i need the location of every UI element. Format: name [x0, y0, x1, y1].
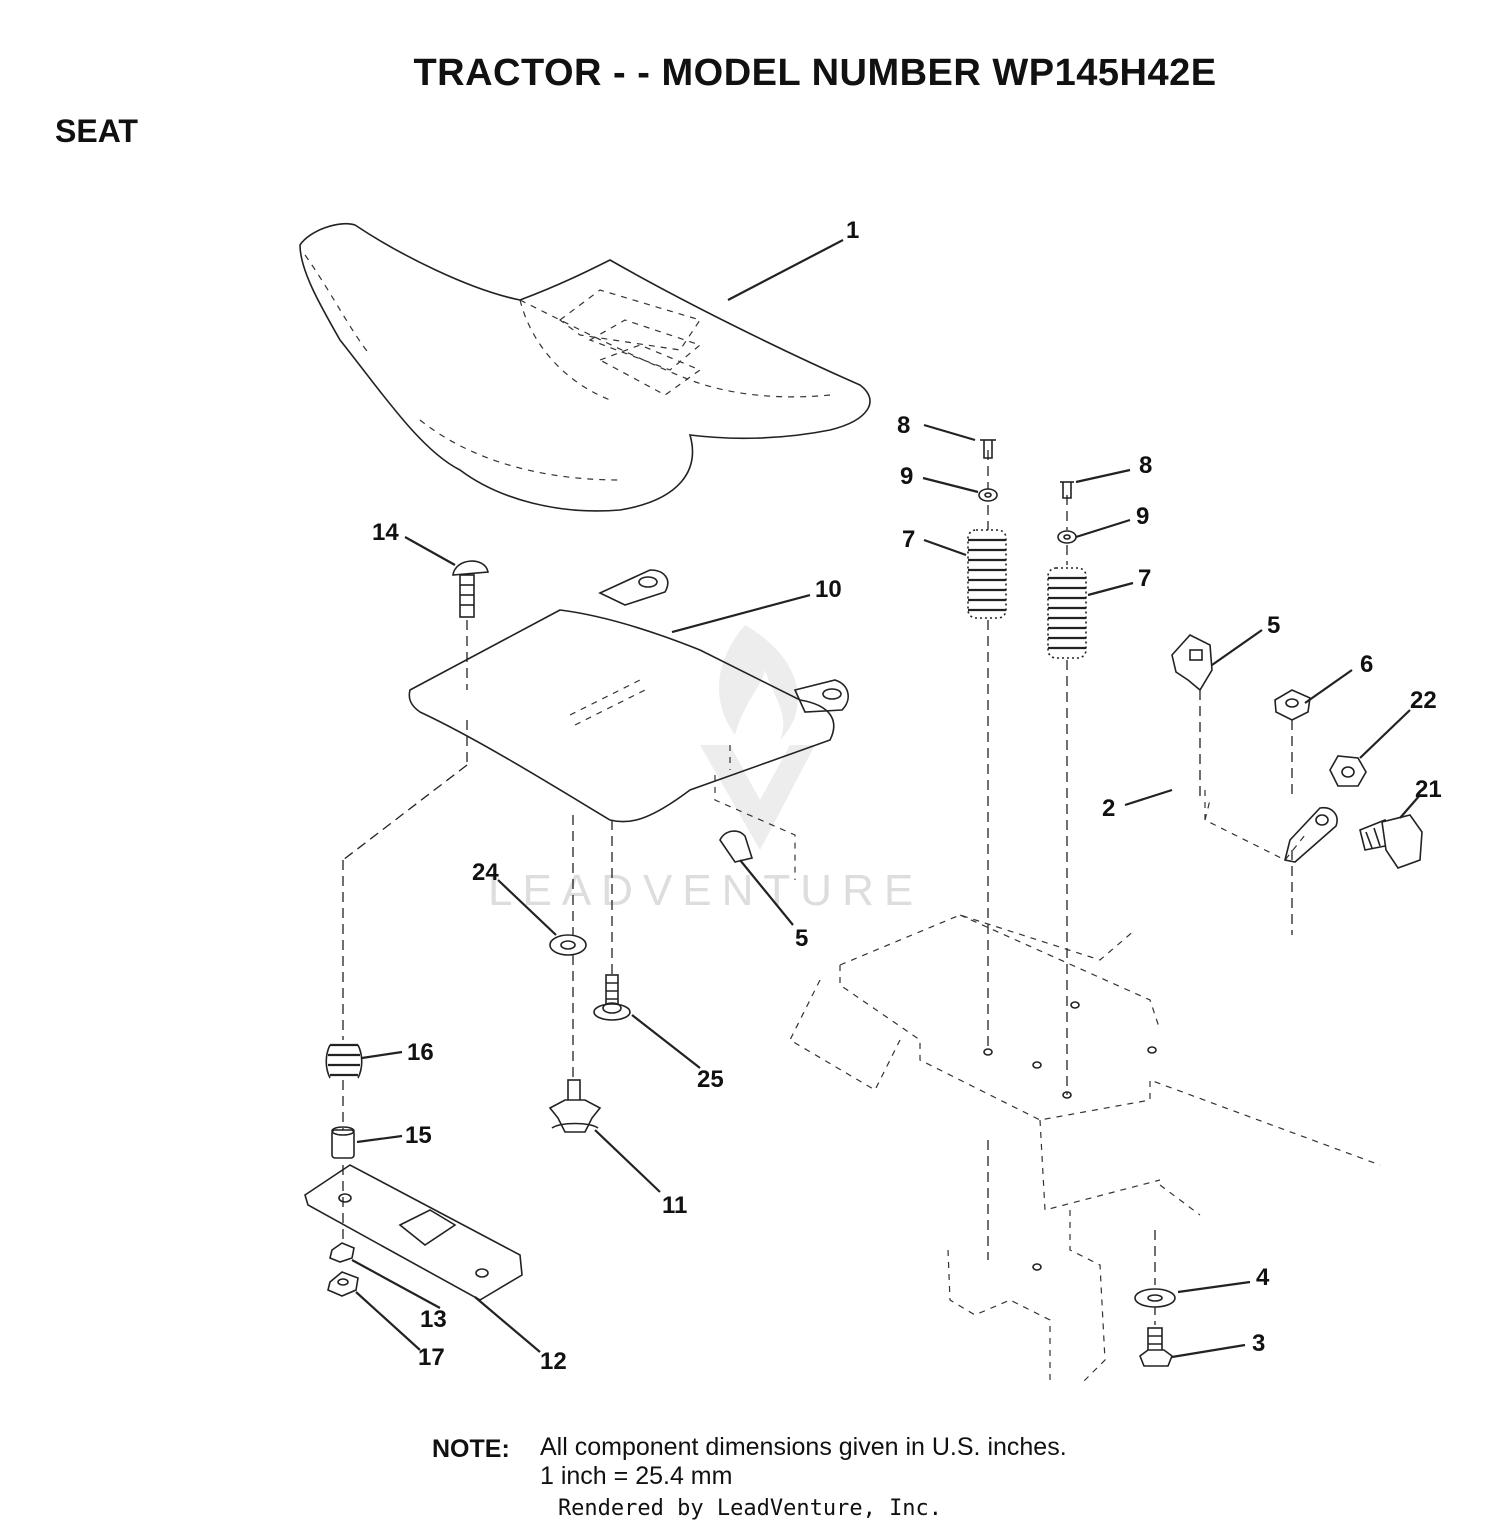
callout-8b: 8 [1139, 452, 1152, 479]
callout-12: 12 [540, 1348, 567, 1375]
part-seat-pan [408, 569, 849, 823]
callout-2: 2 [1102, 795, 1115, 822]
part-carriage-bolt [452, 560, 489, 618]
note-text-line2: 1 inch = 25.4 mm [540, 1462, 733, 1490]
part-flange-nut [1329, 755, 1367, 787]
part-washer-right [1057, 530, 1077, 544]
part-tractor-frame [789, 914, 1381, 1386]
callout-7a: 7 [902, 526, 915, 553]
part-lock-nut [1274, 689, 1311, 721]
callout-1: 1 [846, 217, 859, 244]
callout-16: 16 [407, 1039, 434, 1066]
part-spring-left [967, 529, 1007, 619]
callout-22: 22 [1410, 687, 1437, 714]
part-adjustment-knob [548, 1079, 602, 1133]
callout-14: 14 [372, 519, 399, 546]
callout-5b: 5 [795, 925, 808, 952]
callout-11: 11 [662, 1192, 687, 1219]
part-spacer [331, 1126, 355, 1159]
part-seat-switch-lower [714, 745, 796, 880]
callout-13: 13 [420, 1306, 447, 1333]
callout-labels: 1 8 9 8 7 9 7 14 10 5 6 22 2 21 24 5 16 … [372, 217, 1442, 1375]
part-seat-switch [1171, 634, 1213, 692]
callout-10: 10 [815, 576, 842, 603]
watermark: LEADVENTURE [488, 625, 923, 915]
part-compression-spring [325, 1043, 363, 1079]
callout-5a: 5 [1267, 612, 1280, 639]
watermark-text: LEADVENTURE [488, 866, 923, 915]
callout-4: 4 [1256, 1264, 1270, 1291]
part-lower-washer [1134, 1288, 1176, 1308]
callout-8a: 8 [897, 412, 910, 439]
page-title: TRACTOR - - MODEL NUMBER WP145H42E [413, 52, 1217, 94]
callout-9b: 9 [1136, 503, 1149, 530]
callout-6: 6 [1360, 651, 1373, 678]
leader-lines [351, 239, 1421, 1359]
part-flat-washer [549, 934, 587, 956]
section-title: SEAT [55, 113, 138, 149]
callout-21: 21 [1415, 776, 1442, 803]
part-shoulder-bolt [1359, 814, 1423, 869]
callout-15: 15 [405, 1122, 432, 1149]
part-seat-bracket [1204, 790, 1338, 863]
watermark-logo-icon [700, 625, 815, 850]
part-mounting-plate [304, 1164, 523, 1301]
callout-7b: 7 [1138, 565, 1151, 592]
footer-credit: Rendered by LeadVenture, Inc. [557, 1496, 943, 1521]
callout-3: 3 [1252, 1330, 1265, 1357]
note-label: NOTE: [432, 1435, 510, 1463]
part-spring-right [1047, 567, 1087, 659]
part-seat [299, 222, 871, 512]
part-hex-bolt [1139, 1327, 1173, 1367]
callout-17: 17 [418, 1344, 445, 1371]
part-hex-nut [329, 1242, 355, 1263]
part-shoulder-screw [593, 974, 631, 1021]
callout-9a: 9 [900, 463, 913, 490]
part-flange-lock-nut [327, 1271, 359, 1297]
part-washer-left [978, 488, 998, 502]
part-screw-right [1060, 481, 1074, 499]
note-text-line1: All component dimensions given in U.S. i… [540, 1433, 1067, 1461]
alignment-lines [342, 450, 1293, 1325]
callout-24: 24 [472, 859, 499, 886]
part-screw-left [980, 439, 996, 459]
callout-25: 25 [697, 1066, 724, 1093]
